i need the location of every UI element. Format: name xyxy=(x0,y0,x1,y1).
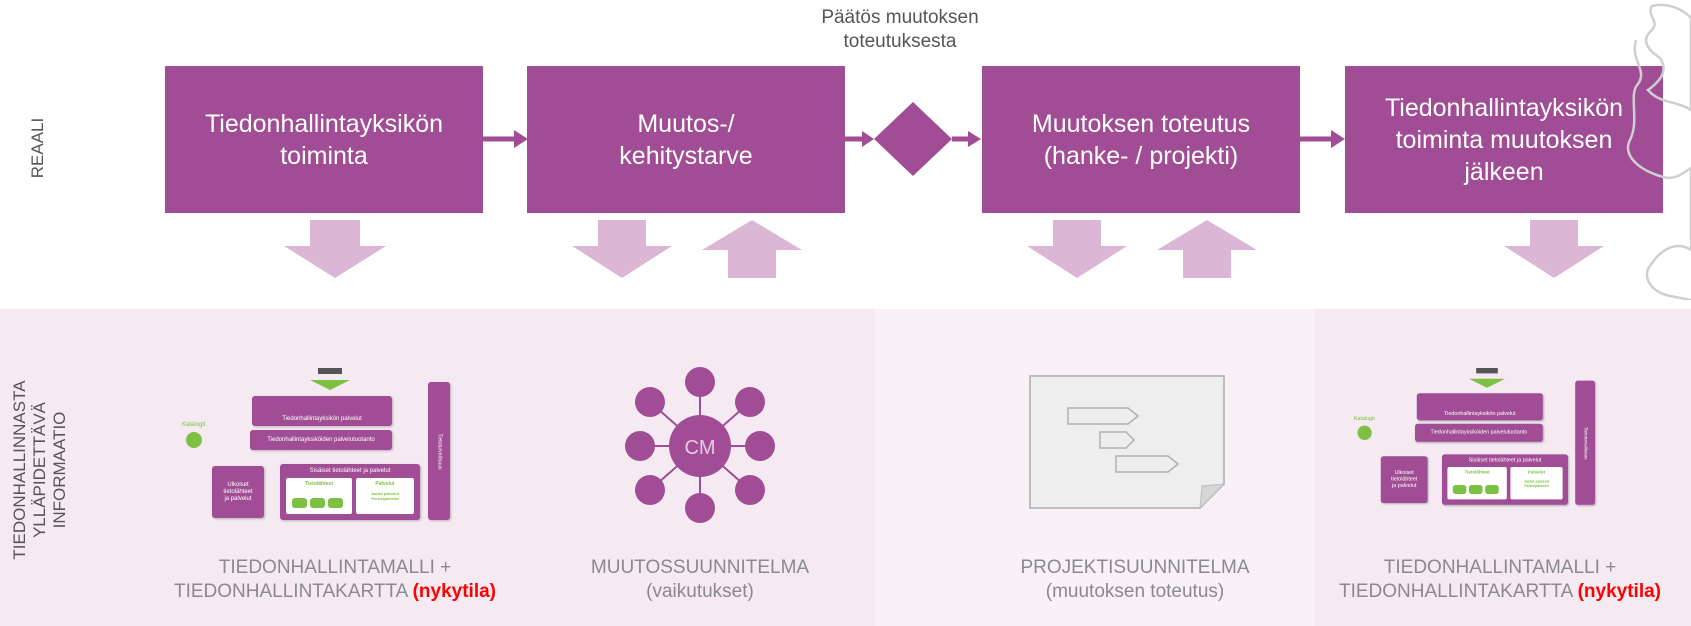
change-management-network-icon: CM xyxy=(625,367,775,523)
doc-label-project-plan: PROJEKTISUUNNITELMA (muutoksen toteutus) xyxy=(1020,557,1250,602)
flow-connectors xyxy=(284,3,1691,300)
services-panel: Palvelut Jaetut palvelut Perusipalvelut xyxy=(1510,467,1563,500)
up-arrow xyxy=(702,220,802,278)
database-icon xyxy=(328,498,343,508)
services-block: Tiedonhallintayksikön palvelut xyxy=(252,396,392,426)
catalog-icon xyxy=(186,432,202,448)
cm-label: CM xyxy=(684,437,715,459)
database-icon xyxy=(1452,485,1467,494)
flow-arrow xyxy=(952,131,981,147)
production-block: Tiedonhallintayksiköiden palvelutuotanto xyxy=(250,430,392,450)
sources-panel: Tietolähteet xyxy=(1447,467,1507,500)
row-label-information: TIEDONHALLINNASTA YLLÄPIDETTÄVÄ INFORMAA… xyxy=(10,380,69,560)
security-block: Tietoturvallisuus xyxy=(428,382,450,520)
decision-diamond xyxy=(874,102,952,176)
doc-label-change-plan: MUUTOSSUUNNITELMA (vaikutukset) xyxy=(590,557,810,602)
users-icon xyxy=(310,368,350,390)
services-block: Tiedonhallintayksikön palvelut xyxy=(1416,393,1543,421)
up-arrow xyxy=(1157,220,1257,278)
down-arrow xyxy=(572,220,672,278)
coat-of-arms-icon xyxy=(1626,3,1691,300)
architecture-diagram-current: Tiedonhallintayksikön palvelut Tiedonhal… xyxy=(180,368,450,528)
process-box-implementation: Muutoksen toteutus (hanke- / projekti) xyxy=(982,66,1300,213)
database-icon xyxy=(1485,485,1499,494)
catalog-icon xyxy=(1357,425,1372,440)
catalog-label: Katalogit xyxy=(182,422,206,428)
process-box-after-change: Tiedonhallintayksikön toiminta muutoksen… xyxy=(1345,66,1663,213)
services-panel: Palvelut Jaetut palvelut Perusipalvelut xyxy=(356,478,414,514)
external-sources-block: Ulkoiset tietolähteet ja palvelut xyxy=(1380,456,1428,503)
flow-arrow xyxy=(1300,130,1345,148)
flow-arrow xyxy=(483,130,528,148)
process-box-change-need: Muutos-/ kehitystarve xyxy=(527,66,845,213)
database-icon xyxy=(292,498,307,508)
database-icon xyxy=(1469,485,1483,494)
down-arrow xyxy=(284,220,386,278)
sources-panel: Tietolähteet xyxy=(286,478,352,514)
flow-arrow xyxy=(845,131,874,147)
external-sources-block: Ulkoiset tietolähteet ja palvelut xyxy=(212,466,264,518)
down-arrow xyxy=(1027,220,1127,278)
security-block: Tietoturvallisuus xyxy=(1575,380,1595,505)
production-block: Tiedonhallintayksiköiden palvelutuotanto xyxy=(1415,423,1543,442)
doc-label-after-model: TIEDONHALLINTAMALLI + TIEDONHALLINTAKART… xyxy=(1338,557,1662,602)
decision-label: Päätös muutoksen toteutuksesta xyxy=(821,7,979,52)
architecture-diagram-after: Tiedonhallintayksikön palvelut Tiedonhal… xyxy=(1352,368,1595,512)
doc-label-current-model: TIEDONHALLINTAMALLI + TIEDONHALLINTAKART… xyxy=(173,557,497,602)
catalog-label: Katalogit xyxy=(1353,416,1375,422)
down-arrow xyxy=(1504,220,1604,278)
process-box-current-operation: Tiedonhallintayksikön toiminta xyxy=(165,66,483,213)
users-icon xyxy=(1469,368,1505,388)
project-plan-document-icon xyxy=(1029,375,1226,510)
database-icon xyxy=(310,498,325,508)
